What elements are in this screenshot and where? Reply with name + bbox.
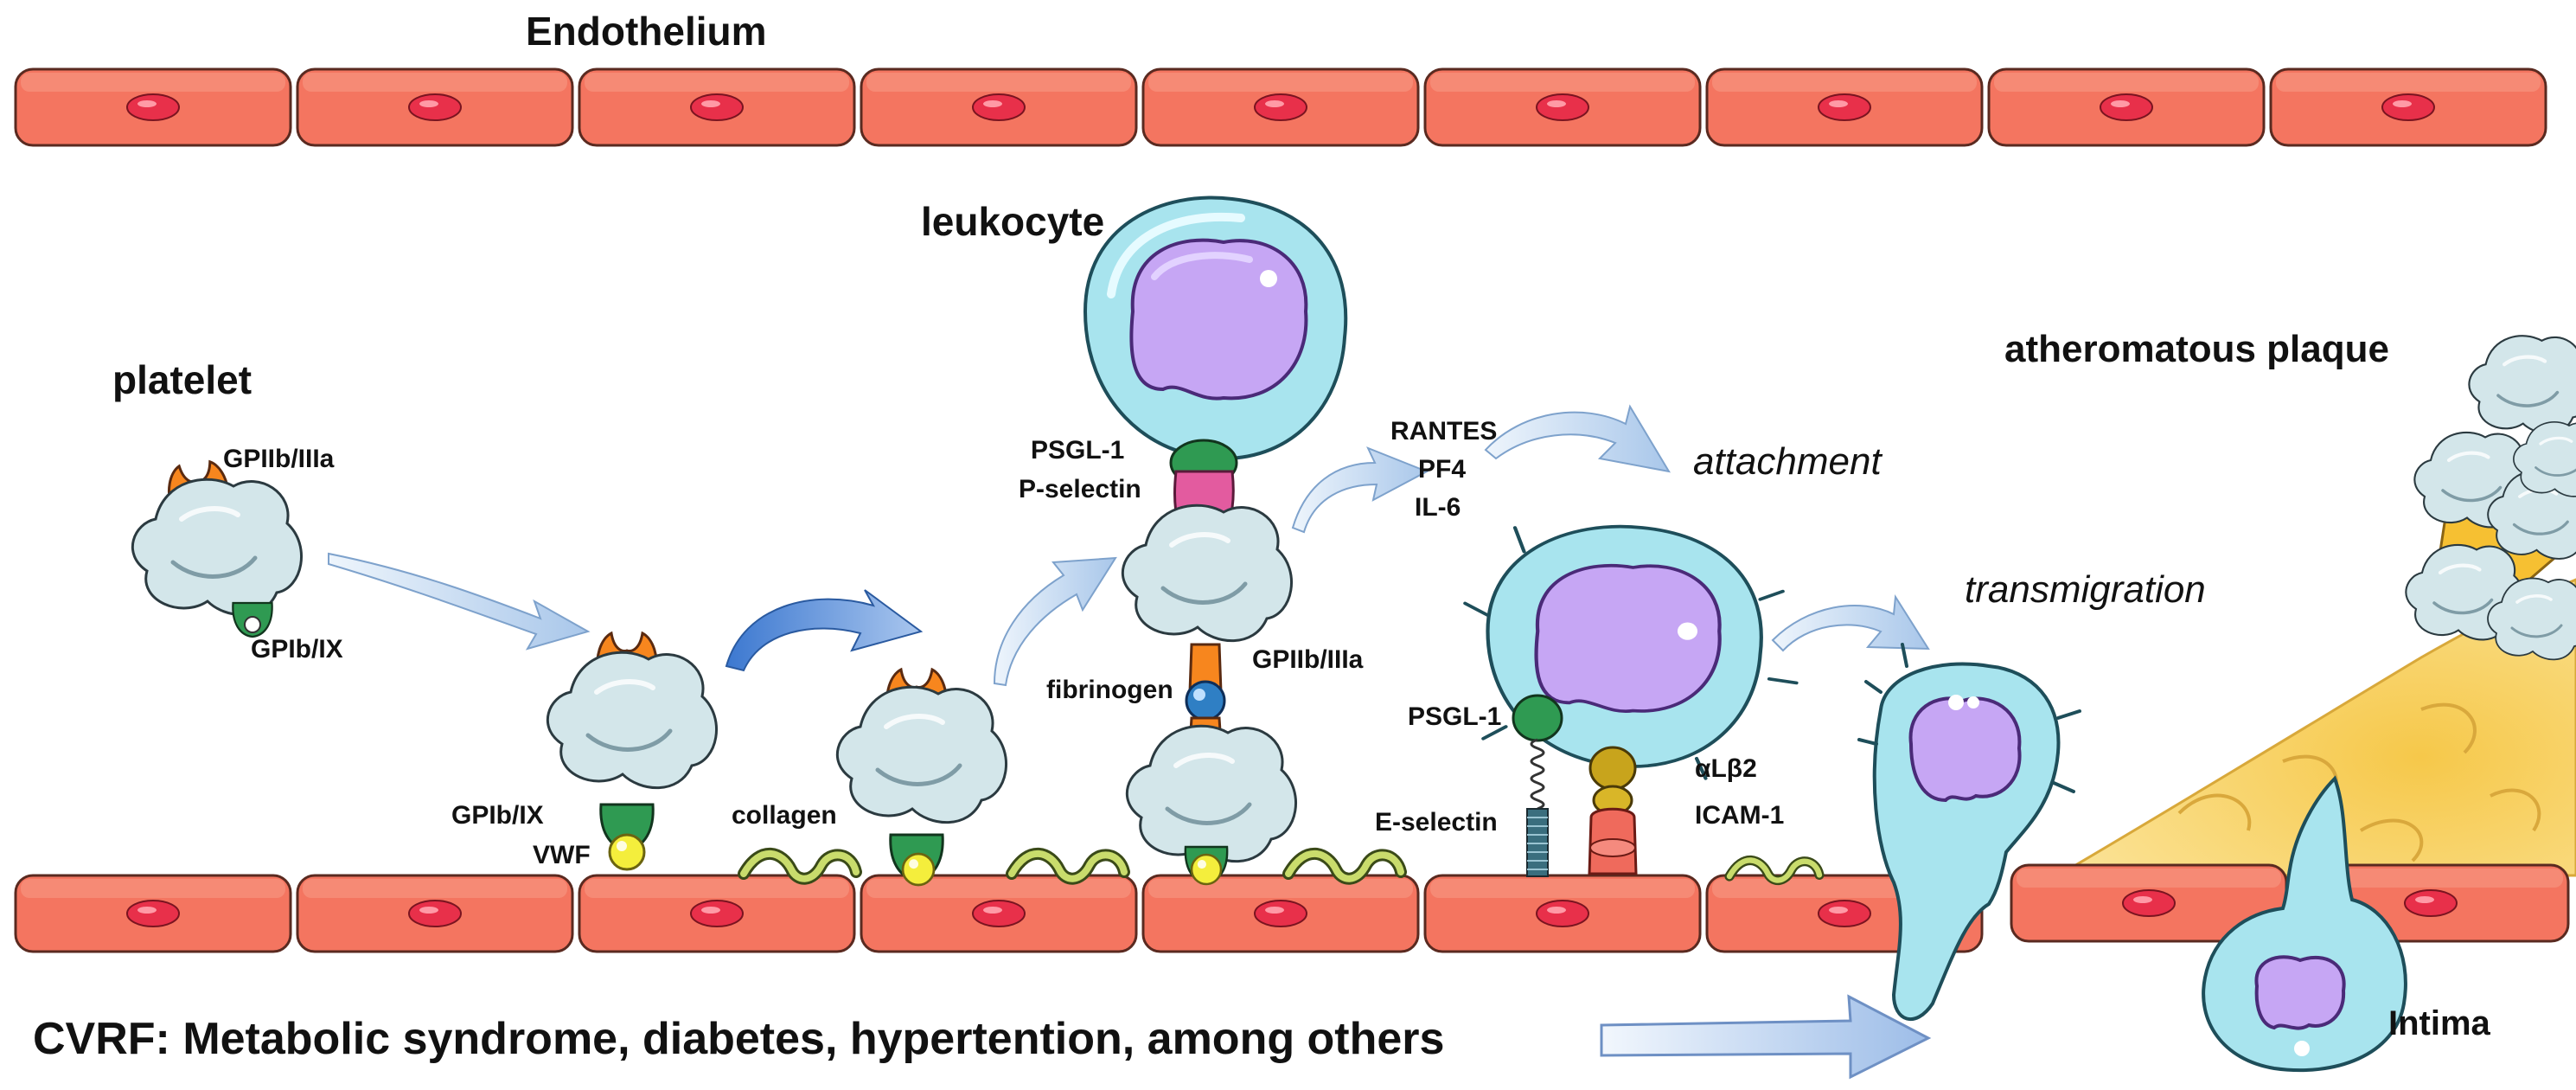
alb2-label: αLβ2 — [1695, 754, 1757, 783]
transmigrating-leukocyte — [1857, 643, 2081, 1022]
endothelium-label: Endothelium — [526, 9, 767, 54]
p-selectin-label: P-selectin — [1019, 475, 1141, 503]
arrow-step3 — [993, 556, 1117, 687]
intima-label: Intima — [2388, 1004, 2491, 1042]
leukocyte-label: leukocyte — [921, 199, 1104, 244]
free-platelet — [132, 458, 301, 638]
gpib-ix-label-1: GPIb/IX — [251, 635, 343, 664]
icam1-label: ICAM-1 — [1695, 801, 1784, 830]
leukocyte-platelet-complex — [1085, 198, 1346, 886]
atheromatous-plaque-label: atheromatous plaque — [2004, 328, 2389, 370]
arrow-step1 — [328, 552, 591, 651]
plaque-platelet-cluster — [2406, 336, 2576, 662]
attachment-label: attachment — [1693, 440, 1882, 483]
top-endothelium — [14, 67, 2547, 147]
platelet-activated — [837, 668, 1006, 887]
intima-leukocyte — [2202, 775, 2407, 1073]
e-selectin-label: E-selectin — [1375, 808, 1498, 837]
psgl1-label-top: PSGL-1 — [1031, 436, 1124, 465]
arrow-step4 — [1291, 446, 1429, 534]
arrow-step5 — [1484, 404, 1672, 473]
collagen-label: collagen — [732, 801, 837, 830]
gpiib-iiia-label-2: GPIIb/IIIa — [1252, 645, 1364, 674]
cvrf-label: CVRF: Metabolic syndrome, diabetes, hype… — [33, 1014, 1444, 1064]
pf4-label: PF4 — [1418, 455, 1466, 484]
vwf-label: VWF — [533, 841, 591, 869]
arrow-step6 — [1771, 594, 1930, 652]
il6-label: IL-6 — [1415, 493, 1461, 522]
transmigration-label: transmigration — [1965, 568, 2206, 611]
labels: Endothelium leukocyte platelet atheromat… — [33, 9, 2491, 1064]
gpiib-iiia-label-1: GPIIb/IIIa — [223, 445, 335, 473]
platelet-label: platelet — [112, 357, 252, 402]
rantes-label: RANTES — [1390, 417, 1497, 446]
gpib-ix-label-2: GPIb/IX — [451, 801, 544, 830]
atheromatous-plaque — [2053, 336, 2576, 877]
psgl1-label-bottom: PSGL-1 — [1408, 702, 1501, 731]
fibrinogen-label: fibrinogen — [1046, 676, 1173, 704]
attached-leukocyte — [1463, 524, 1799, 877]
curved-arrow-activation — [725, 589, 924, 672]
cvrf-arrow — [1600, 994, 1932, 1080]
platelet-vwf-bound — [547, 632, 716, 871]
